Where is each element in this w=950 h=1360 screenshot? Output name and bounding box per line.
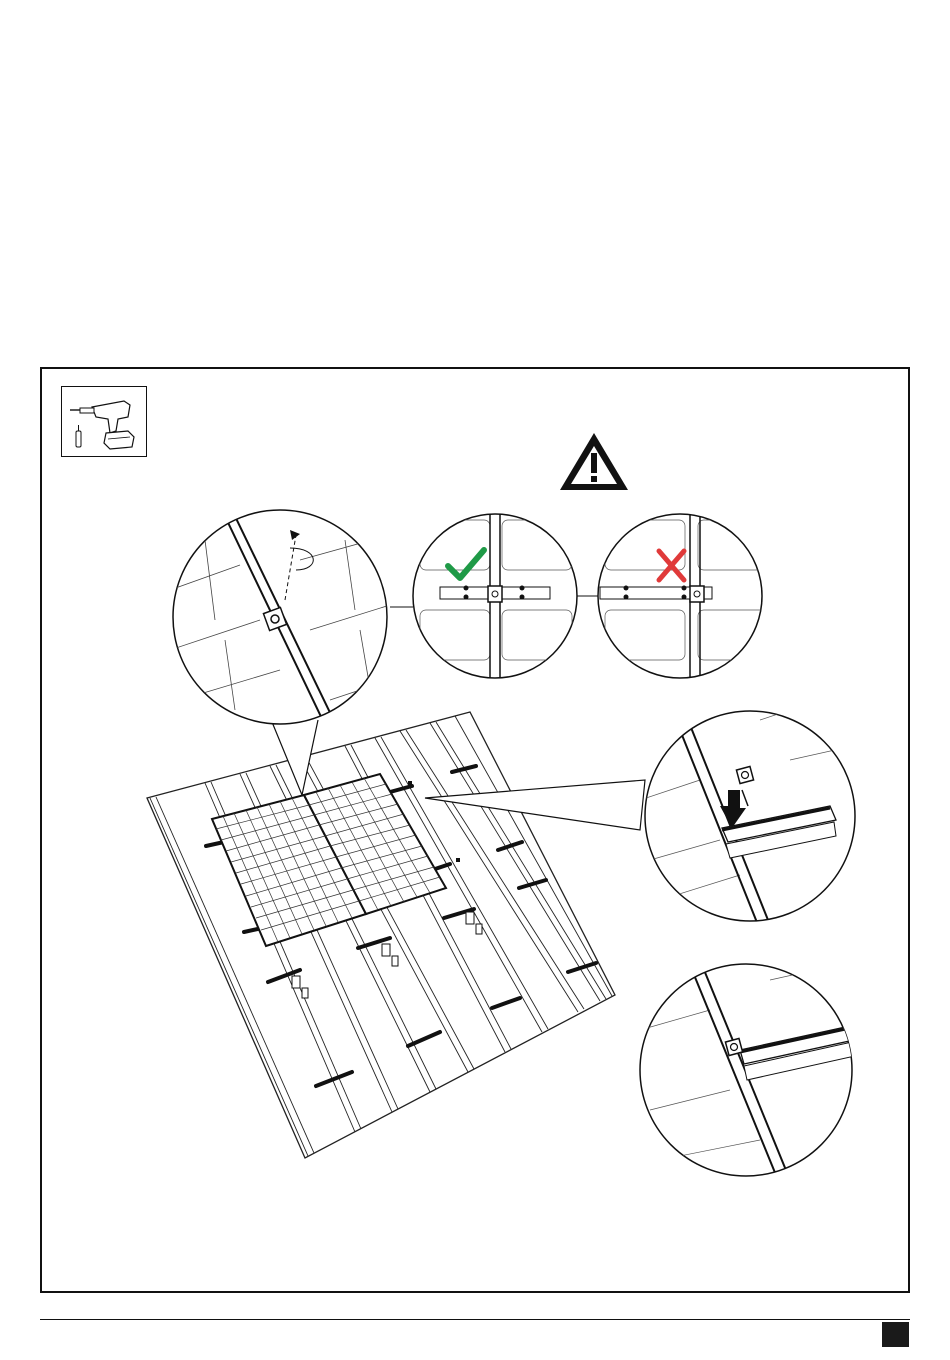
detail-insert-clamp — [640, 690, 880, 930]
warning-icon — [560, 433, 628, 490]
detail-clamp-placed — [640, 960, 860, 1180]
detail-correct — [413, 510, 577, 680]
page-marker — [882, 1322, 909, 1347]
detail-wrong — [598, 510, 768, 680]
footer-rule — [40, 1319, 910, 1320]
detail-rotate-clamp — [170, 510, 390, 725]
